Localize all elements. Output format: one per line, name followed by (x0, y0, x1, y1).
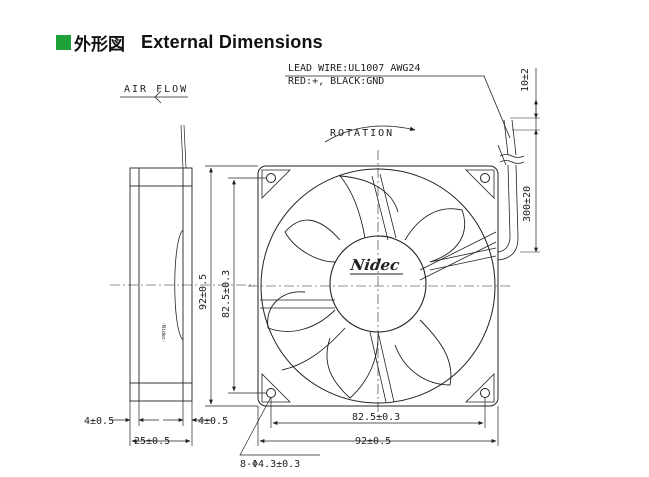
support-strut (419, 231, 497, 281)
support-strut (371, 173, 397, 241)
brand-logo: Nidec (348, 256, 400, 274)
fan-blade (326, 335, 379, 399)
rotation-label: ROTATION (330, 128, 394, 139)
height-holes-dimension: 82.5±0.3 (221, 270, 232, 318)
air-flow-arrow-head (154, 90, 162, 104)
lead-wire-spec: LEAD WIRE:UL1007 AWG24 (288, 63, 420, 74)
rotation-indicator: ROTATION (324, 125, 416, 143)
height-outer-dimension: 92±0.5 (198, 274, 209, 310)
mounting-holes-dimension: 8-Φ4.3±0.3 (240, 459, 300, 470)
air-flow-indicator: AIR FLOW (120, 84, 188, 104)
support-strut (260, 299, 335, 309)
fan-blade (281, 327, 346, 371)
lead-wire: LEAD WIRE:UL1007 AWG24 RED:+, BLACK:GND (285, 63, 540, 261)
fan-blade (394, 319, 452, 386)
fan-blade (404, 208, 466, 263)
width-holes-dimension: 82.5±0.3 (352, 412, 400, 423)
flange-right-dimension: 4±0.5 (198, 416, 228, 427)
horizontal-dimensions (110, 396, 499, 456)
air-flow-label: AIR FLOW (124, 84, 188, 95)
width-outer-dimension: 92±0.5 (355, 436, 391, 447)
fan-blade (267, 291, 336, 332)
lead-stripe-dimension: 10±2 (520, 68, 531, 92)
side-label-text: ·Nidec· (160, 322, 166, 343)
front-view (248, 150, 510, 418)
page-header: 外形図 External Dimensions (56, 30, 323, 55)
mounting-hole (480, 388, 490, 398)
mounting-hole (480, 173, 490, 183)
green-square-icon (56, 34, 71, 50)
fan-blade (338, 175, 399, 239)
vertical-dimensions (205, 165, 266, 407)
title-japanese: 外形図 (74, 34, 125, 55)
mounting-hole (266, 173, 276, 183)
support-strut (369, 331, 395, 403)
fan-blade (284, 219, 341, 263)
mounting-hole (266, 388, 276, 398)
lead-wire-colors: RED:+, BLACK:GND (288, 76, 384, 87)
flange-left-dimension: 4±0.5 (84, 416, 114, 427)
title-english: External Dimensions (141, 31, 323, 52)
lead-length-dimension: 300±20 (522, 186, 533, 222)
depth-dimension: 25±0.5 (134, 436, 170, 447)
side-view (110, 124, 255, 402)
